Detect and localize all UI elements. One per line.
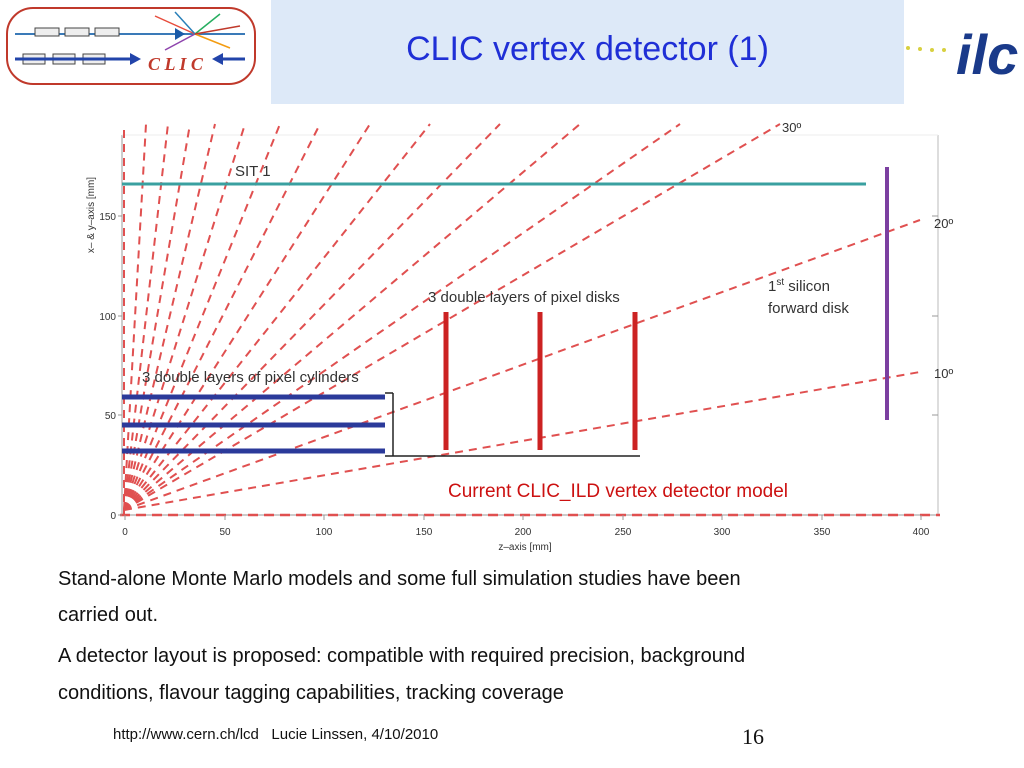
x-tick-label: 0 bbox=[122, 527, 128, 538]
page-number: 16 bbox=[742, 724, 764, 749]
y-tick-label: 0 bbox=[110, 511, 116, 522]
x-tick-label: 350 bbox=[814, 527, 831, 538]
x-axis-label: z–axis [mm] bbox=[498, 542, 552, 553]
x-tick-label: 100 bbox=[316, 527, 333, 538]
y-tick-label: 100 bbox=[99, 312, 116, 323]
angle-label-20: 20º bbox=[934, 216, 953, 231]
angle-label-10: 10º bbox=[934, 366, 953, 381]
clic-logo-text: C L I C bbox=[148, 54, 204, 74]
ilc-logo-text: ilc bbox=[956, 23, 1018, 86]
diagram-caption: Current CLIC_ILD vertex detector model bbox=[448, 481, 788, 502]
ilc-logo: ilc bbox=[906, 23, 1018, 86]
slide-title: CLIC vertex detector (1) bbox=[406, 30, 769, 68]
x-tick-label: 200 bbox=[515, 527, 532, 538]
x-tick-label: 250 bbox=[615, 527, 632, 538]
vertex-detector-diagram: SIT 1 3 double layers of pixel cylinders… bbox=[86, 120, 953, 553]
x-tick-label: 50 bbox=[219, 527, 231, 538]
cylinders-label: 3 double layers of pixel cylinders bbox=[142, 369, 359, 386]
sit-label: SIT 1 bbox=[235, 163, 271, 180]
forward-disk-label-line1: 1st silicon bbox=[768, 277, 830, 295]
y-tick-label: 150 bbox=[99, 212, 116, 223]
footer-text: http://www.cern.ch/lcd Lucie Linssen, 4/… bbox=[113, 726, 439, 743]
clic-logo: C L I C bbox=[6, 7, 256, 85]
angle-label-30: 30º bbox=[782, 120, 801, 135]
y-tick-label: 50 bbox=[105, 411, 117, 422]
x-tick-label: 400 bbox=[913, 527, 930, 538]
pixel-disks bbox=[443, 312, 638, 450]
y-axis-label: x– & y–axis [mm] bbox=[86, 177, 97, 253]
x-tick-label: 150 bbox=[416, 527, 433, 538]
body-text-line: A detector layout is proposed: compatibl… bbox=[58, 645, 746, 667]
body-text-line: carried out. bbox=[58, 604, 159, 626]
body-text-line: Stand-alone Monte Marlo models and some … bbox=[58, 568, 741, 590]
x-tick-label: 300 bbox=[714, 527, 731, 538]
angle-lines bbox=[123, 123, 921, 511]
disks-label: 3 double layers of pixel disks bbox=[428, 289, 620, 306]
pixel-cylinders bbox=[122, 394, 385, 454]
body-text-line: conditions, flavour tagging capabilities… bbox=[58, 682, 564, 704]
title-box: CLIC vertex detector (1) bbox=[271, 0, 904, 104]
forward-disk-label-line2: forward disk bbox=[768, 300, 849, 317]
